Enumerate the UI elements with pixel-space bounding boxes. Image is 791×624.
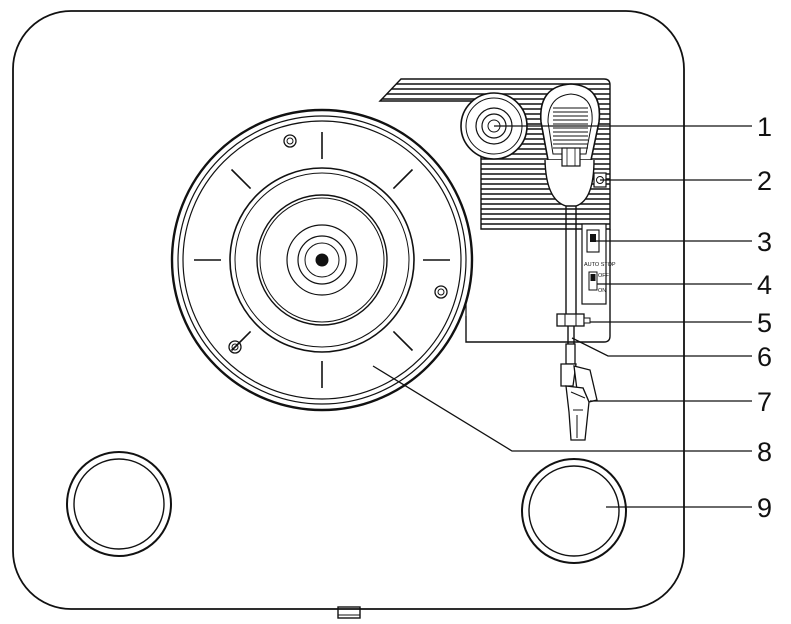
callout-5: 5 — [757, 308, 772, 338]
callout-2: 2 — [757, 166, 772, 196]
off-label: OFF — [598, 273, 610, 279]
cartridge-headshell — [560, 343, 598, 441]
platter-strobe-marks — [194, 132, 450, 388]
on-label: ON — [598, 288, 606, 294]
callout-numbers: 1 2 3 4 5 6 7 8 9 — [757, 112, 772, 523]
callout-8: 8 — [757, 437, 772, 467]
turntable-cabinet — [12, 10, 685, 610]
speaker-right — [521, 458, 627, 564]
auto-stop-label: AUTO STOP — [584, 262, 616, 268]
strobe-mark — [392, 330, 414, 352]
tonearm-counterweight — [540, 83, 601, 207]
tonearm-rest-clip — [556, 313, 591, 327]
callout-6: 6 — [757, 342, 772, 372]
platter — [170, 108, 474, 412]
callout-3: 3 — [757, 227, 772, 257]
strobe-mark — [392, 168, 414, 190]
bottom-connector — [337, 606, 361, 619]
callout-7: 7 — [757, 387, 772, 417]
callout-1: 1 — [757, 112, 772, 142]
strobe-mark — [230, 330, 252, 352]
leader-8 — [372, 365, 752, 452]
callout-9: 9 — [757, 493, 772, 523]
callout-4: 4 — [757, 270, 772, 300]
callout-leaders — [372, 125, 752, 508]
switch-panel: AUTO STOP OFF ON — [581, 223, 616, 305]
speaker-left — [66, 451, 172, 557]
strobe-mark — [230, 168, 252, 190]
leader-6 — [571, 337, 752, 357]
